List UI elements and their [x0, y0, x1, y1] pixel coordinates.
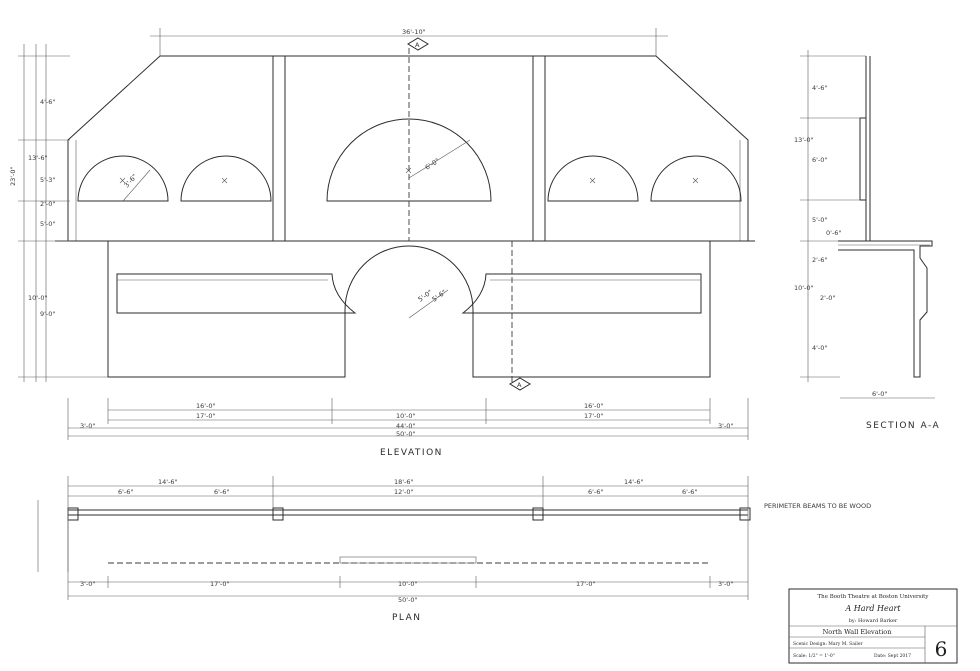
- height-total-label: 23'-0": [9, 166, 17, 186]
- right-wall-panel: [544, 55, 749, 242]
- height-dim-1: 4'-6": [40, 98, 55, 106]
- bottom-dim-6: 3'-0": [80, 422, 95, 430]
- section-dim-6: 10'-0": [794, 284, 814, 292]
- height-dim-4: 2'-0": [40, 200, 55, 208]
- section-window-frame: [859, 117, 867, 201]
- radius-line-small: [122, 169, 151, 202]
- plan-column-4: [739, 507, 751, 521]
- section-dim-10: 6'-0": [872, 390, 887, 398]
- section-marker-bottom: [509, 377, 531, 391]
- bench-right: [461, 273, 702, 314]
- section-label: SECTION A-A: [866, 421, 940, 431]
- left-pilaster: [273, 55, 286, 242]
- bottom-dim-9: 50'-0": [396, 430, 416, 438]
- height-dim-5: 5'-0": [40, 220, 55, 228]
- bottom-dim-5: 10'-0": [396, 412, 416, 420]
- section-dim-5: 2'-6": [812, 256, 827, 264]
- height-dim-7: 9'-0": [40, 310, 55, 318]
- window-half-round-3: [547, 155, 639, 202]
- section-dim-2: 13'-0": [794, 136, 814, 144]
- plan-top-dim-2: 6'-6": [118, 488, 133, 496]
- plan-top-dim-8: 6'-6": [682, 488, 697, 496]
- arch-radius-inner-label: 5'-6": [431, 288, 448, 303]
- left-wall-panel: [67, 55, 274, 242]
- radius-line-large: [408, 139, 471, 179]
- bottom-dim-3: 16'-0": [584, 402, 604, 410]
- section-marker-bottom-letter: A: [517, 381, 522, 389]
- height-dim-2: 13'-6": [28, 154, 48, 162]
- title-block: The Booth Theatre at Boston University A…: [788, 588, 958, 664]
- plan-top-dim-6: 14'-6": [624, 478, 644, 486]
- overall-width-label: 36'-10": [402, 28, 426, 36]
- bench-left: [116, 273, 357, 314]
- plan-top-dim-5: 12'-0": [394, 488, 414, 496]
- section-view: 4'-6" 13'-0" 6'-0" 5'-0" 2'-6" 10'-0" 2'…: [794, 50, 940, 431]
- window-half-round-center: [326, 118, 492, 202]
- plan-top-dim-7: 6'-6": [588, 488, 603, 496]
- bottom-dim-1: 16'-0": [196, 402, 216, 410]
- radius-small-label: 3'-6": [123, 173, 139, 190]
- lower-platform: [107, 241, 711, 378]
- plan-top-dim-4: 18'-6": [394, 478, 414, 486]
- plan-note: PERIMETER BEAMS TO BE WOOD: [764, 502, 871, 510]
- window-half-round-1: [77, 155, 169, 202]
- right-pilaster: [533, 55, 546, 242]
- date: Date: Sept 2017: [874, 653, 911, 659]
- height-dim-lines: [18, 44, 108, 382]
- theatre-name: The Booth Theatre at Boston University: [817, 594, 929, 600]
- bottom-dim-4: 17'-0": [584, 412, 604, 420]
- bottom-dim-7: 3'-0": [718, 422, 733, 430]
- window-center-marks: [119, 167, 699, 184]
- scale: Scale: 1/2" = 1'-0": [793, 653, 835, 659]
- arch-radius-line: [408, 289, 449, 319]
- section-dim-9: 0'-6": [826, 229, 841, 237]
- plan-column-2: [272, 507, 284, 521]
- section-dim-3: 6'-0": [812, 156, 827, 164]
- plan-top-dim-1: 14'-6": [158, 478, 178, 486]
- height-dim-3: 5'-3": [40, 176, 55, 184]
- section-dim-lines: [800, 50, 935, 399]
- section-dim-7: 2'-0": [820, 294, 835, 302]
- plan-bottom-dim-5: 3'-0": [718, 580, 733, 588]
- plan-dim-lines: [37, 476, 749, 600]
- section-marker-top: [407, 37, 429, 51]
- plan-bottom-dim-2: 17'-0": [210, 580, 230, 588]
- section-marker-top-letter: A: [415, 41, 420, 49]
- window-half-round-2: [180, 155, 272, 202]
- plan-view: 14'-6" 6'-6" 6'-6" 18'-6" 12'-0" 14'-6" …: [37, 476, 871, 623]
- section-dim-1: 4'-6": [812, 84, 827, 92]
- plan-bottom-dim-3: 10'-0": [398, 580, 418, 588]
- plan-label: PLAN: [392, 613, 422, 623]
- elevation-label: ELEVATION: [380, 448, 443, 458]
- bottom-dim-lines: [67, 398, 749, 440]
- plan-bottom-dim-1: 3'-0": [80, 580, 95, 588]
- sheet-number: 6: [935, 637, 948, 661]
- plan-column-3: [532, 507, 544, 521]
- drawing-title: North Wall Elevation: [823, 628, 892, 636]
- height-dim-6: 10'-0": [28, 294, 48, 302]
- elevation-view: 3'-6" 6'-0" 5'-0" 5'-6" A A 36'-10" 4'-6…: [9, 28, 755, 458]
- plan-arch-opening: [339, 556, 477, 564]
- section-platform: [838, 240, 933, 378]
- window-half-round-4: [650, 155, 742, 202]
- plan-top-dim-3: 6'-6": [214, 488, 229, 496]
- author: by: Howard Barker: [849, 618, 898, 624]
- plan-bottom-dim-6: 50'-0": [398, 596, 418, 604]
- plan-bottom-dim-4: 17'-0": [576, 580, 596, 588]
- play-title: A Hard Heart: [844, 604, 901, 613]
- radius-large-label: 6'-0": [424, 157, 441, 172]
- bottom-dim-2: 17'-0": [196, 412, 216, 420]
- bottom-dim-8: 44'-0": [396, 422, 416, 430]
- designer: Scenic Design: Mary M. Sailer: [793, 641, 863, 647]
- section-dim-4: 5'-0": [812, 216, 827, 224]
- section-dim-8: 4'-0": [812, 344, 827, 352]
